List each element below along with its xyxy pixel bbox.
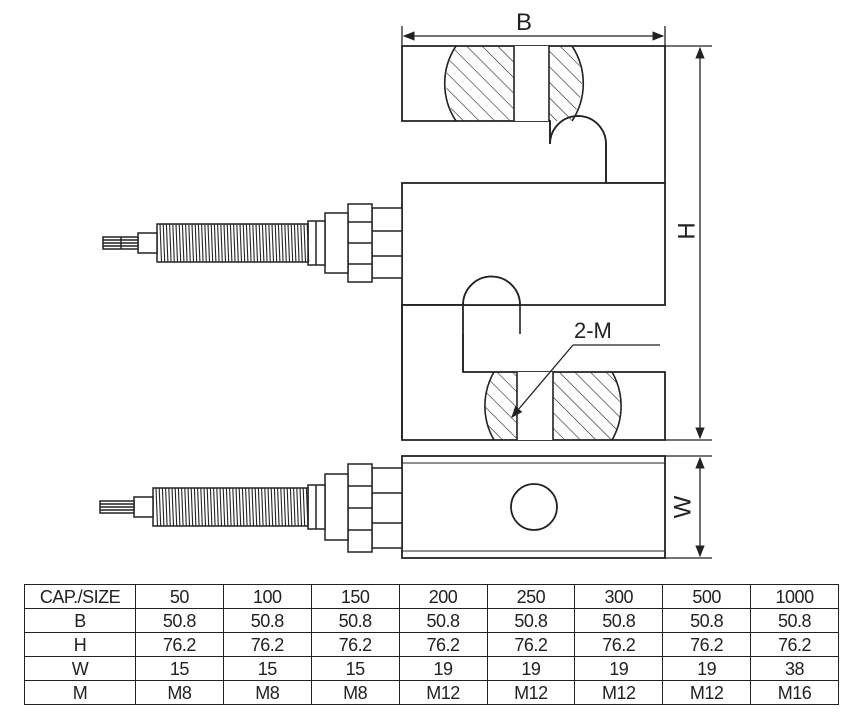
spec-cell: 76.2 (750, 632, 839, 657)
spec-cell: 500 (662, 584, 752, 609)
spec-cell: 50.8 (398, 608, 488, 633)
spec-cell: 15 (135, 656, 224, 681)
load-cell-drawing: B H 2-M (99, 9, 712, 559)
spec-cell: 50.8 (574, 608, 664, 633)
spec-cell: 300 (574, 584, 664, 609)
spec-cell: 100 (222, 584, 312, 609)
spec-cell: 50.8 (135, 608, 224, 633)
spec-cell: 76.2 (574, 632, 664, 657)
spec-cell: 50.8 (310, 608, 400, 633)
spec-row-label: M (24, 680, 136, 705)
spec-cell: 150 (310, 584, 400, 609)
dimension-w (665, 455, 712, 559)
spec-cell: M12 (486, 680, 576, 705)
spec-cell: 76.2 (398, 632, 488, 657)
bottom-thread-hole (484, 371, 622, 441)
thread-sleeve-front (159, 223, 310, 263)
dimension-b-label: B (516, 9, 532, 36)
spec-cell: M12 (398, 680, 488, 705)
spec-cell: 19 (398, 656, 488, 681)
spec-cell: 76.2 (222, 632, 312, 657)
spec-cell: 38 (750, 656, 839, 681)
spec-cell: M12 (662, 680, 752, 705)
spec-cell: 50.8 (750, 608, 839, 633)
spec-cell: 19 (662, 656, 752, 681)
thread-leader (511, 344, 660, 418)
spec-cell: 76.2 (662, 632, 752, 657)
cable-tip-front (102, 232, 158, 254)
top-thread-hole (443, 45, 585, 122)
spec-cell: M12 (574, 680, 664, 705)
cable-gland-side (152, 463, 403, 553)
spec-cell: 50 (135, 584, 224, 609)
spec-row-label: B (24, 608, 136, 633)
spec-cell: M8 (310, 680, 400, 705)
side-view-body (401, 455, 666, 559)
spec-cell: 1000 (750, 584, 839, 609)
center-slot-lines (401, 115, 607, 440)
spec-cell: M16 (750, 680, 839, 705)
spec-cell: 50.8 (662, 608, 752, 633)
mounting-hole (510, 483, 558, 531)
center-block (401, 182, 666, 306)
spec-cell: M8 (135, 680, 224, 705)
thread-m-label: 2-M (574, 318, 612, 343)
spec-cell: 50.8 (222, 608, 312, 633)
cable-tip-side (99, 496, 154, 518)
spec-cell: M8 (222, 680, 312, 705)
dimension-b (401, 26, 666, 46)
spec-cell: 19 (574, 656, 664, 681)
spec-cell: 19 (486, 656, 576, 681)
spec-row-label: W (24, 656, 136, 681)
spec-cell: 76.2 (486, 632, 576, 657)
spec-row-label: H (24, 632, 136, 657)
spec-cell: 76.2 (310, 632, 400, 657)
spec-cell: 76.2 (135, 632, 224, 657)
spec-row-label: CAP./SIZE (24, 584, 136, 609)
spec-cell: 15 (222, 656, 312, 681)
dimension-h (665, 45, 712, 441)
spec-cell: 250 (486, 584, 576, 609)
spec-cell: 200 (398, 584, 488, 609)
spec-cell: 50.8 (486, 608, 576, 633)
thread-sleeve-side (155, 487, 309, 527)
dimension-h-label: H (673, 222, 700, 239)
spec-cell: 15 (310, 656, 400, 681)
dimension-w-label: W (669, 495, 696, 518)
